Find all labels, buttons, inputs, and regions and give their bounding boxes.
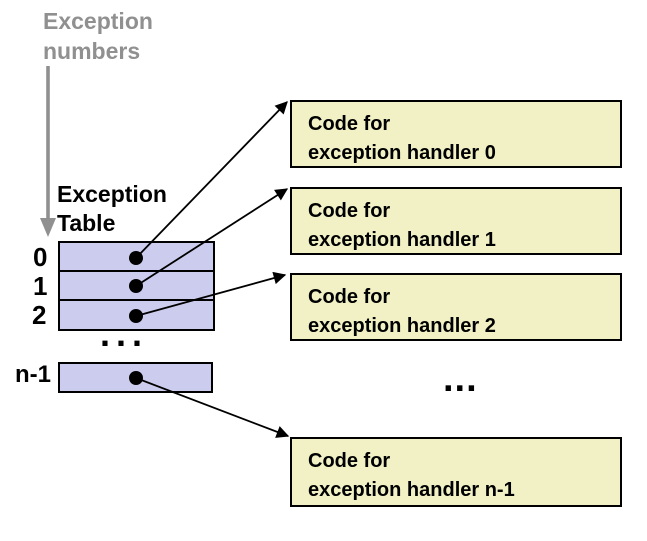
handler-n-1-line1: Code for	[308, 450, 391, 472]
handler-0-line1: Code for	[308, 113, 391, 135]
handler-n-1-line2: exception handler n-1	[308, 479, 515, 501]
table-ellipsis: ...	[100, 313, 149, 354]
table-entry-0	[58, 241, 215, 272]
row-label-n-1: n-1	[15, 361, 51, 388]
row-label-2: 2	[32, 300, 47, 330]
handler-2-line1: Code for	[308, 286, 391, 308]
exception-numbers-arrowhead	[40, 218, 56, 237]
exception-numbers-line1: Exception	[43, 8, 153, 34]
handlers-ellipsis: ...	[443, 358, 478, 400]
handler-box-2: Code for exception handler 2	[290, 273, 622, 341]
handler-box-1: Code for exception handler 1	[290, 187, 622, 255]
row-label-1: 1	[33, 271, 48, 301]
table-entry-n-1	[58, 362, 213, 393]
exception-numbers-line2: numbers	[43, 38, 141, 64]
exception-table-line2: Table	[57, 210, 116, 236]
handler-2-line2: exception handler 2	[308, 315, 496, 337]
handler-1-line1: Code for	[308, 200, 391, 222]
exception-numbers-label: Exception numbers	[43, 6, 153, 66]
table-entry-1	[58, 270, 215, 301]
exception-table-line1: Exception	[57, 181, 167, 207]
handler-0-line2: exception handler 0	[308, 142, 496, 164]
exception-table-label: Exception Table	[57, 180, 167, 238]
row-label-0: 0	[33, 242, 48, 272]
handler-box-0: Code for exception handler 0	[290, 100, 622, 168]
handler-box-n-1: Code for exception handler n-1	[290, 437, 622, 507]
handler-1-line2: exception handler 1	[308, 229, 496, 251]
